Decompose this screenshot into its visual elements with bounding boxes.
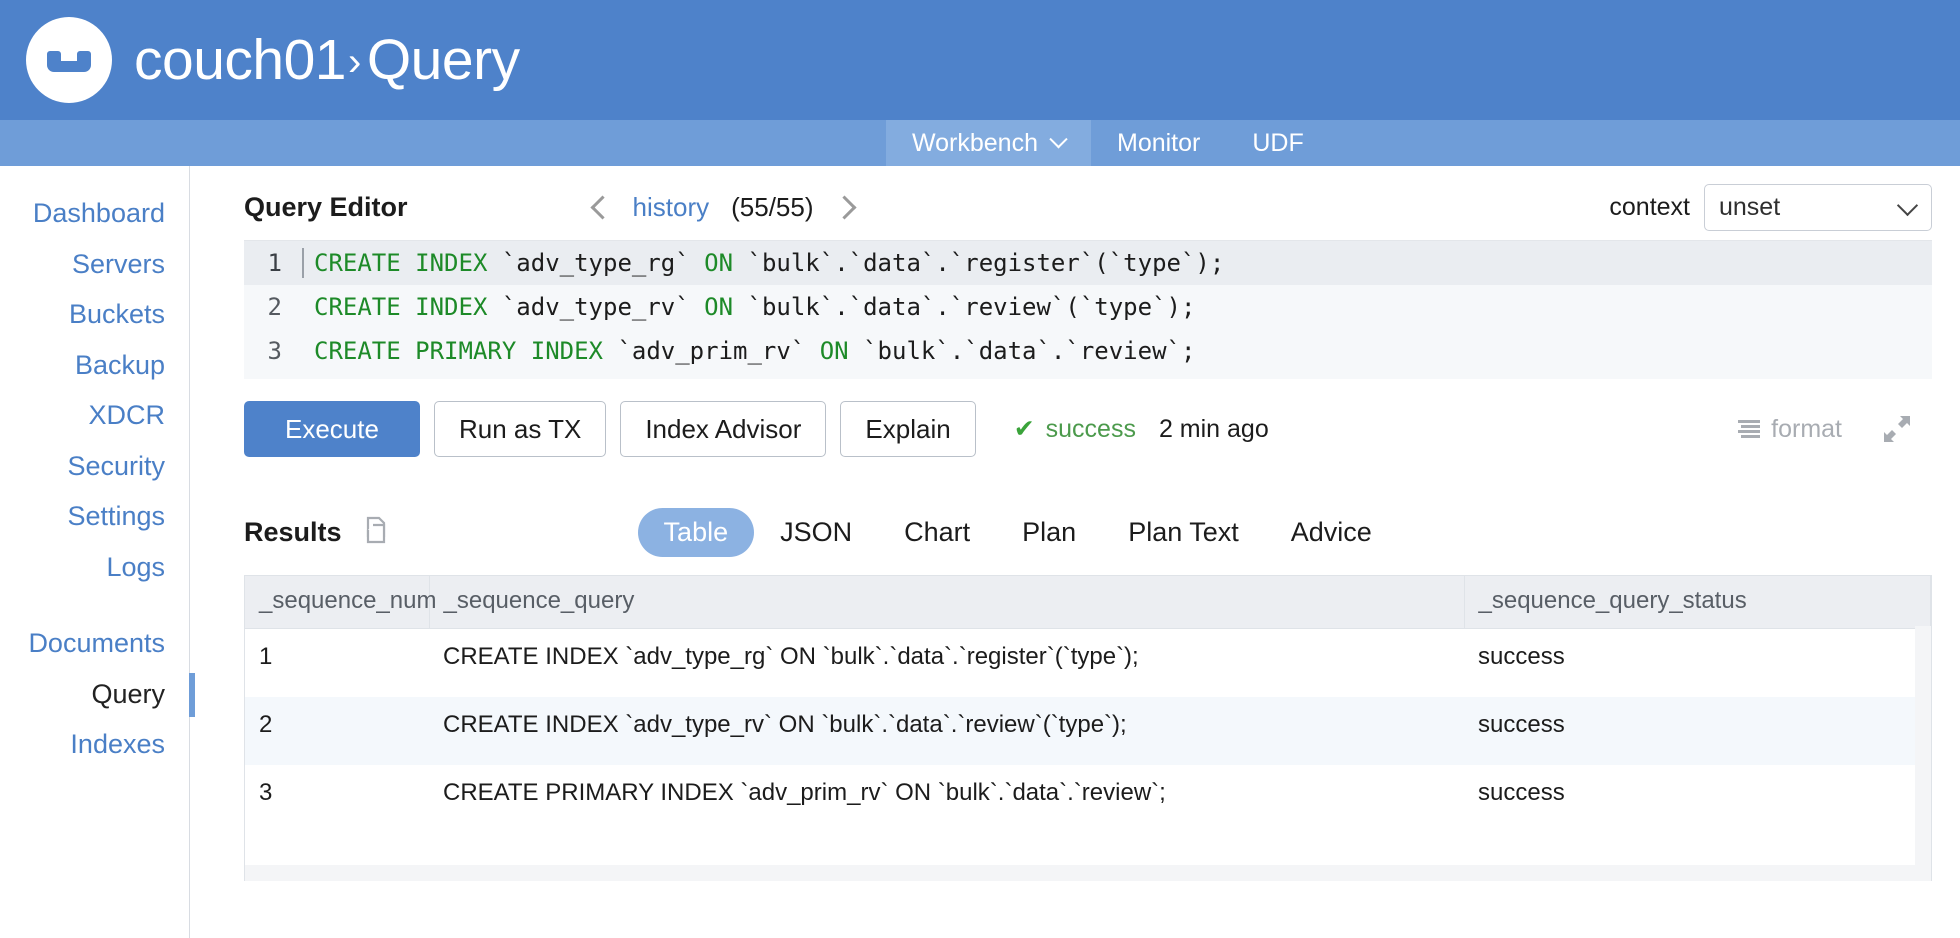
sidebar-item-backup[interactable]: Backup: [74, 349, 165, 380]
sidebar: Dashboard Servers Buckets Backup XDCR Se…: [0, 166, 195, 938]
tab-workbench-label: Workbench: [912, 128, 1038, 157]
cell-sequence-num: 2: [245, 696, 429, 765]
sidebar-item-logs[interactable]: Logs: [106, 551, 165, 582]
chevron-right-icon[interactable]: [831, 194, 857, 220]
breadcrumb-separator: ›: [348, 39, 361, 84]
chevron-down-icon: [1049, 129, 1068, 148]
sidebar-item-query[interactable]: Query: [0, 669, 195, 720]
chevron-left-icon[interactable]: [590, 194, 615, 220]
cell-sequence-num: 1: [259, 643, 273, 670]
index-advisor-button[interactable]: Index Advisor: [620, 401, 827, 457]
sidebar-item-dashboard[interactable]: Dashboard: [32, 198, 165, 228]
results-tab-plan-text[interactable]: Plan Text: [1128, 516, 1239, 547]
column-header-sequence-query[interactable]: _sequence_query: [429, 576, 1465, 629]
context-select[interactable]: unset: [1704, 183, 1932, 231]
query-editor-header: Query Editor history (55/55) context uns…: [244, 166, 1932, 240]
results-tab-advice[interactable]: Advice: [1290, 516, 1372, 547]
line-number: 1: [267, 249, 282, 277]
results-table-container: _sequence_num _sequence_query _sequence_…: [244, 575, 1932, 881]
cell-sequence-num: 3: [259, 778, 273, 806]
column-header-sequence-num[interactable]: _sequence_num: [245, 576, 436, 629]
table-row[interactable]: 3 CREATE PRIMARY INDEX `adv_prim_rv` ON `…: [245, 765, 1931, 833]
table-vertical-scrollbar[interactable]: [1915, 626, 1931, 881]
code-line[interactable]: 1 CREATE INDEX `adv_type_rg` ON `bulk`.`d…: [244, 241, 1932, 285]
main-content: Query Editor history (55/55) context uns…: [190, 166, 1960, 938]
sidebar-item-indexes[interactable]: Indexes: [70, 729, 165, 759]
history-nav: history (55/55): [590, 191, 857, 223]
context-select-value: unset: [1719, 192, 1781, 221]
tab-monitor-label: Monitor: [1117, 128, 1201, 157]
sidebar-item-documents[interactable]: Documents: [28, 628, 165, 658]
sidebar-item-servers[interactable]: Servers: [71, 248, 165, 279]
text-caret: [302, 248, 304, 278]
results-tab-json[interactable]: JSON: [780, 516, 853, 547]
text-caret: [302, 336, 304, 366]
format-lines-icon: [1738, 420, 1761, 438]
cell-sequence-query: CREATE INDEX `adv_type_rg` ON `bulk`.`da…: [443, 643, 1139, 670]
check-icon: ✔: [1013, 414, 1035, 443]
table-header-row: _sequence_num _sequence_query _sequence_…: [245, 576, 1931, 629]
sidebar-item-settings[interactable]: Settings: [67, 501, 165, 531]
line-number: 2: [267, 293, 282, 321]
context-control: context unset: [1609, 183, 1932, 231]
results-tab-plan[interactable]: Plan: [1022, 516, 1077, 547]
cell-sequence-query-status: success: [1478, 778, 1565, 806]
tab-udf-label: UDF: [1252, 128, 1304, 157]
code-line[interactable]: 3 CREATE PRIMARY INDEX `adv_prim_rv` ON `…: [244, 329, 1932, 373]
query-status: ✔ success 2 min ago: [1014, 415, 1269, 444]
code-text: CREATE PRIMARY INDEX `adv_prim_rv` ON `b…: [314, 337, 1196, 365]
line-number: 3: [267, 337, 282, 365]
chevron-down-icon: [1896, 194, 1919, 216]
format-label: format: [1771, 414, 1842, 443]
tab-monitor[interactable]: Monitor: [1091, 120, 1226, 166]
sidebar-item-xdcr[interactable]: XDCR: [88, 400, 165, 430]
results-header: Results Table JSON Chart Plan Plan Text …: [244, 503, 1932, 561]
copy-icon[interactable]: [364, 516, 394, 548]
editor-tools: format: [1736, 414, 1932, 444]
tab-workbench[interactable]: Workbench: [886, 120, 1091, 166]
cell-sequence-query: CREATE PRIMARY INDEX `adv_prim_rv` ON `b…: [443, 778, 1166, 806]
cell-sequence-query-status: success: [1464, 696, 1931, 765]
column-header-sequence-status[interactable]: _sequence_query_status: [1464, 576, 1931, 629]
couchbase-logo-icon: [26, 17, 112, 103]
status-timestamp: 2 min ago: [1158, 414, 1269, 443]
cell-sequence-query-status: success: [1478, 643, 1565, 670]
page-title: couch01›Query: [134, 31, 520, 89]
query-editor-title: Query Editor: [244, 191, 408, 222]
sidebar-item-buckets[interactable]: Buckets: [68, 299, 165, 329]
tab-udf[interactable]: UDF: [1226, 120, 1329, 166]
status-text: success: [1045, 414, 1136, 443]
query-code-editor[interactable]: 1 CREATE INDEX `adv_type_rg` ON `bulk`.`d…: [244, 240, 1932, 379]
run-as-tx-button[interactable]: Run as TX: [433, 401, 607, 457]
app-header: couch01›Query: [0, 0, 1960, 120]
context-label: context: [1609, 192, 1690, 221]
results-table: _sequence_num _sequence_query _sequence_…: [245, 576, 1931, 833]
results-tab-chart[interactable]: Chart: [904, 516, 971, 547]
execute-button[interactable]: Execute: [244, 401, 420, 457]
secondary-nav: Workbench Monitor UDF: [0, 120, 1960, 166]
explain-button[interactable]: Explain: [840, 401, 976, 457]
table-row[interactable]: 1 CREATE INDEX `adv_type_rg` ON `bulk`.`d…: [245, 629, 1931, 697]
results-title: Results: [244, 516, 342, 547]
results-view-tabs: Table JSON Chart Plan Plan Text Advice: [637, 507, 1398, 557]
sidebar-divider: [0, 592, 189, 618]
table-horizontal-scrollbar[interactable]: [245, 865, 1931, 881]
expand-diagonal-icon[interactable]: [1882, 414, 1912, 444]
history-count: (55/55): [731, 191, 814, 222]
text-caret: [302, 292, 304, 322]
section-name: Query: [366, 27, 520, 92]
code-line[interactable]: 2 CREATE INDEX `adv_type_rv` ON `bulk`.`d…: [244, 285, 1932, 329]
code-text: CREATE INDEX `adv_type_rg` ON `bulk`.`da…: [314, 249, 1225, 277]
code-text: CREATE INDEX `adv_type_rv` ON `bulk`.`da…: [314, 293, 1196, 321]
cluster-name: couch01: [134, 27, 347, 92]
cell-sequence-query: CREATE INDEX `adv_type_rv` ON `bulk`.`da…: [429, 696, 1464, 765]
format-button[interactable]: format: [1736, 415, 1842, 444]
results-tab-table[interactable]: Table: [637, 507, 755, 557]
history-link[interactable]: history: [632, 191, 710, 222]
query-actions-toolbar: Execute Run as TX Index Advisor Explain …: [244, 401, 1932, 457]
sidebar-item-security[interactable]: Security: [67, 450, 165, 481]
